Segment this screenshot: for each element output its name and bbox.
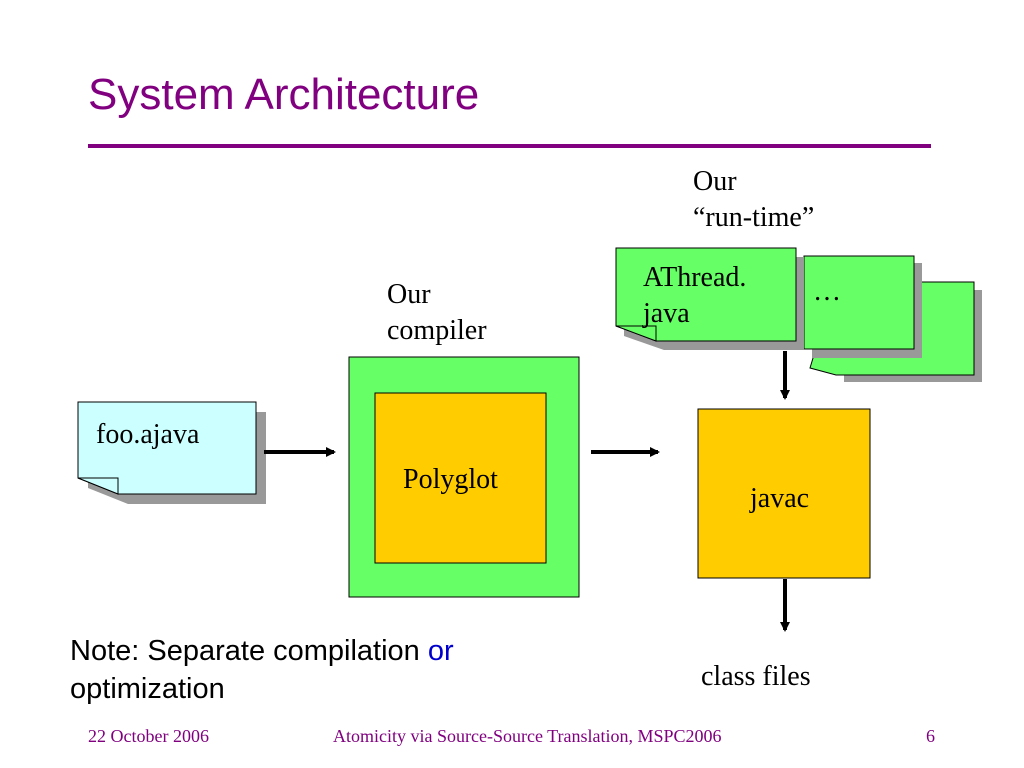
polyglot-label: Polyglot — [403, 464, 498, 495]
runtime-doc-line2: java — [643, 298, 690, 329]
slide-title: System Architecture — [88, 70, 480, 119]
runtime-caption-line2: “run-time” — [693, 202, 815, 233]
compiler-caption-line1: Our — [387, 279, 431, 310]
footer-page-number: 6 — [926, 726, 935, 746]
note-line2: optimization — [70, 673, 225, 705]
note-line1: Note: Separate compilation or — [70, 632, 454, 670]
source-file-label: foo.ajava — [96, 419, 200, 450]
output-label: class files — [701, 661, 811, 692]
runtime-doc-label: AThread. java — [643, 260, 746, 332]
footer-date: 22 October 2006 — [88, 726, 209, 746]
runtime-caption: Our “run-time” — [693, 164, 814, 236]
runtime-doc-line1: AThread. — [643, 262, 747, 293]
note-text: Note: Separate compilation or optimizati… — [70, 632, 454, 708]
polyglot-box — [374, 392, 547, 564]
runtime-caption-line1: Our — [693, 166, 737, 197]
javac-box — [697, 408, 871, 579]
note-accent-word: or — [427, 635, 454, 667]
runtime-doc-middle — [803, 255, 922, 358]
compiler-caption: Our compiler — [387, 277, 487, 349]
source-file-doc — [77, 401, 266, 504]
runtime-doc-front — [615, 247, 804, 350]
javac-label: javac — [750, 483, 810, 514]
title-underline — [88, 144, 931, 148]
note-main-text: Note: Separate compilation — [70, 635, 428, 667]
runtime-more-ellipsis: … — [813, 276, 841, 307]
footer-center: Atomicity via Source-Source Translation,… — [333, 726, 722, 746]
compiler-caption-line2: compiler — [387, 315, 487, 346]
